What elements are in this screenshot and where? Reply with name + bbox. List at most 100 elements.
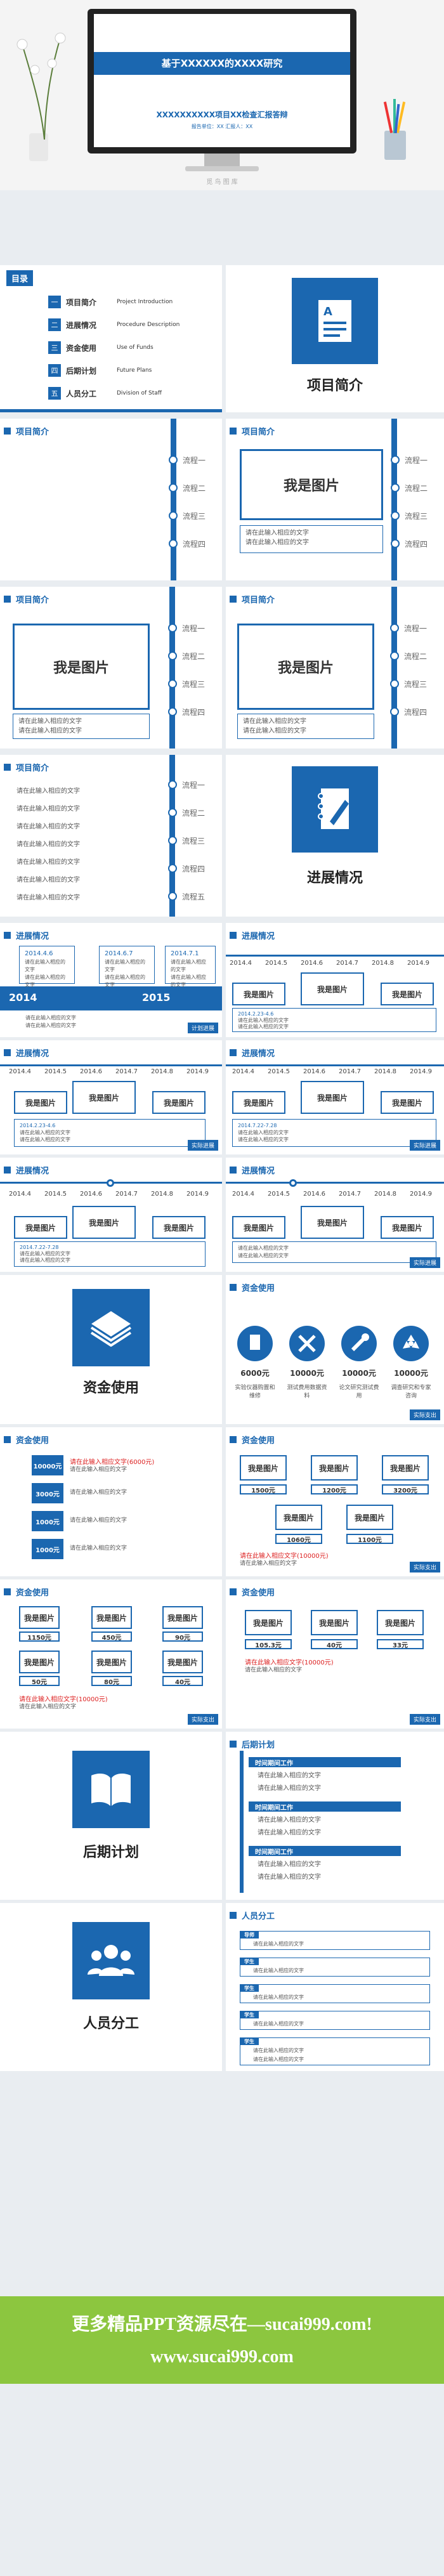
banner-line-1[interactable]: 更多精品PPT资源尽在—sucai999.com!: [72, 2315, 372, 2334]
flow-label: 流程四: [182, 708, 206, 717]
text-line: 请在此输入相应的文字: [253, 2056, 304, 2062]
timeline-year: 2014.6: [303, 1068, 325, 1075]
text-line: 请在此输入相应的文字: [258, 1829, 321, 1836]
text-line: 请在此输入相应的文字: [25, 1023, 76, 1028]
flow-dot: [168, 836, 177, 845]
toc-item[interactable]: 二 进展情况 Procedure Description: [48, 313, 219, 336]
image-placeholder: 我是图片: [311, 1455, 358, 1481]
text-line: 请在此输入相应的文字: [253, 2048, 304, 2053]
toc-en: Use of Funds: [117, 344, 153, 351]
image-placeholder: 我是图片: [152, 1216, 206, 1239]
flow-dot: [391, 539, 400, 548]
flow-bar: [391, 419, 397, 580]
fund-cell: 90元: [162, 1631, 203, 1642]
staff-row: 学生 请在此输入相应的文字: [240, 1958, 430, 1977]
staff-role: 学生: [240, 2011, 259, 2018]
fund-cell: 33元: [377, 1639, 424, 1649]
status-tag: 实际支出: [409, 1409, 440, 1420]
fund-amount: 10000元: [342, 1369, 376, 1378]
text-line: 请在此输入相应的文字: [171, 974, 206, 988]
section-title: 人员分工: [82, 2016, 139, 2032]
flow-dot: [169, 455, 178, 464]
text-line: 请在此输入相应的文字: [238, 1024, 289, 1030]
image-placeholder: 我是图片: [381, 1216, 434, 1239]
slide-header: 进展情况: [230, 1047, 275, 1059]
text-line: 请在此输入相应的文字: [20, 1130, 70, 1135]
status-tag: 实际进展: [409, 1140, 440, 1151]
text-line: 请在此输入相应的文字: [258, 1817, 321, 1824]
pencil-icon: [383, 101, 393, 133]
image-placeholder: 我是图片: [19, 1651, 60, 1673]
timeline-marker: [289, 1179, 297, 1187]
toc-item[interactable]: 一 项目简介 Project Introduction: [48, 291, 219, 313]
pencil-icon: [393, 99, 396, 133]
text-box: 请在此输入相应的文字 请在此输入相应的文字: [240, 525, 383, 553]
slide-header: 后期计划: [230, 1738, 275, 1750]
event-box: 2014.4.6 请在此输入相应的文字 请在此输入相应的文字: [19, 946, 75, 988]
money-stack-icon: [72, 1289, 150, 1366]
image-placeholder: 我是图片: [381, 983, 434, 1005]
toc-num: 二: [48, 318, 61, 331]
slide-header: 资金使用: [230, 1281, 275, 1293]
intro-image-slide-3: 项目简介 流程一 流程二 流程三 流程四 我是图片 请在此输入相应的文字 请在此…: [226, 587, 444, 749]
text-line: 请在此输入相应的文字: [16, 823, 80, 830]
cover-reporter: 报告单位：XX 汇报人：XX: [191, 124, 253, 129]
toc-label: 目录: [6, 270, 34, 286]
text-line: 请在此输入相应的文字: [253, 2021, 304, 2027]
flow-label: 流程二: [182, 652, 206, 661]
text-line: 请在此输入相应的文字: [70, 1517, 127, 1524]
fund-cell: 105.3元: [245, 1639, 292, 1649]
fund-caption: 测试费用数据资料: [287, 1385, 327, 1399]
text-line: 请在此输入相应的文字: [243, 728, 306, 735]
text-line: 请在此输入相应的文字: [25, 974, 65, 988]
toc-item[interactable]: 五 人员分工 Division of Staff: [48, 382, 219, 405]
banner-line-2[interactable]: www.sucai999.com: [150, 2347, 294, 2367]
flow-dot: [168, 780, 177, 789]
text-line: 请在此输入相应的文字: [25, 1015, 76, 1021]
slide-header: 项目简介: [4, 761, 49, 773]
flow-label: 流程二: [404, 652, 428, 661]
toc-num: 五: [48, 387, 61, 400]
toc-item[interactable]: 四 后期计划 Future Plans: [48, 359, 219, 382]
cover-title-band: [94, 52, 350, 75]
text-box: 2014.2.23-4.6 请在此输入相应的文字 请在此输入相应的文字: [232, 1008, 436, 1032]
text-line: 请在此输入相应的文字: [245, 539, 309, 546]
text-line: 请在此输入相应的文字: [19, 1704, 77, 1710]
plan-row-label: 时间期间工作: [249, 1757, 401, 1767]
image-placeholder: 我是图片: [19, 1606, 60, 1629]
text-line: 请在此输入相应的文字: [20, 1257, 70, 1263]
slide-header: 资金使用: [4, 1434, 49, 1446]
fund-amount-box: 1000元: [32, 1511, 63, 1531]
flow-label: 流程一: [404, 624, 428, 633]
flow-dot: [391, 483, 400, 492]
timeline-year: 2014.6: [301, 960, 323, 967]
text-line: 请在此输入相应的文字: [25, 959, 65, 972]
text-line: 请在此输入相应的文字: [105, 959, 145, 972]
staff-role: 学生: [240, 1958, 259, 1965]
flow-label: 流程四: [182, 865, 206, 873]
flow-bar: [391, 587, 397, 749]
text-line: 请在此输入相应的文字: [238, 1253, 289, 1259]
flow-dot: [168, 624, 177, 632]
toc-item[interactable]: 三 资金使用 Use of Funds: [48, 336, 219, 359]
text-line: 请在此输入相应的文字: [258, 1874, 321, 1881]
flow-label: 流程三: [182, 680, 206, 689]
progress-images-slide-3: 进展情况 2014.4 2014.5 2014.6 2014.7 2014.8 …: [226, 1040, 444, 1154]
flow-dot: [169, 511, 178, 520]
timeline-year: 2014.5: [44, 1068, 67, 1075]
flow-label: 流程二: [183, 484, 206, 493]
equipment-icon: [237, 1326, 273, 1361]
text-line: 请在此输入相应的文字: [70, 1489, 127, 1496]
image-placeholder: 我是图片: [377, 1610, 424, 1635]
fund-cell: 50元: [19, 1676, 60, 1686]
event-date: 2014.6.7: [105, 950, 133, 957]
text-line: 请在此输入相应的文字: [245, 530, 309, 537]
flow-label: 流程一: [405, 456, 428, 465]
red-note: 请在此输入相应文字(10000元): [245, 1659, 334, 1666]
status-tag: 计划进展: [187, 1023, 218, 1033]
progress-images-slide-5: 进展情况 2014.4 2014.5 2014.6 2014.7 2014.8 …: [226, 1158, 444, 1272]
fund-cell: 1100元: [346, 1534, 393, 1544]
funds-grid-slide-3: 资金使用 我是图片 我是图片 我是图片 105.3元 40元 33元 请在此输入…: [226, 1579, 444, 1729]
promo-banner: 更多精品PPT资源尽在—sucai999.com! www.sucai999.c…: [0, 2296, 444, 2384]
fund-cell: 1150元: [19, 1631, 60, 1642]
